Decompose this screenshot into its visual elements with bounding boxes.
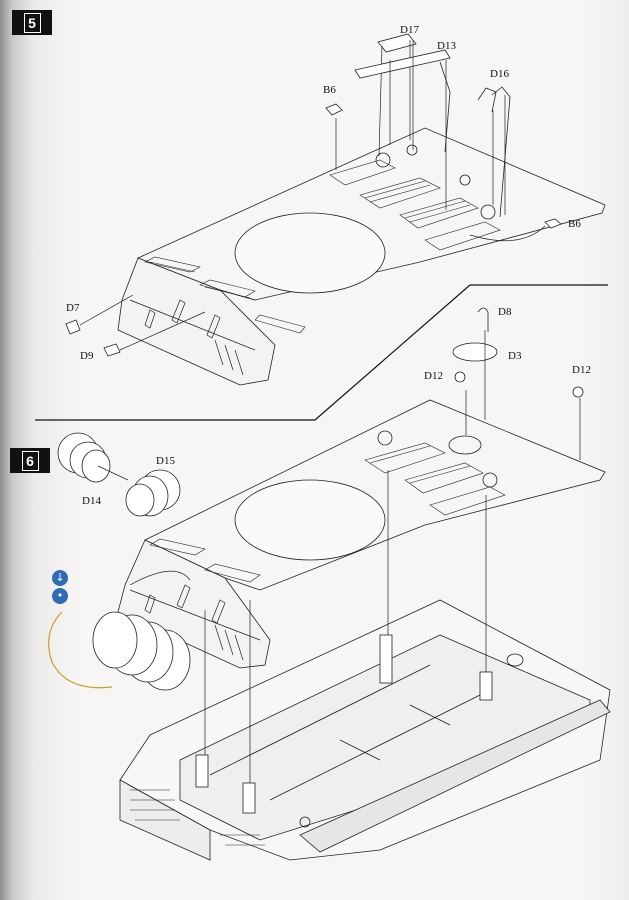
wire-line bbox=[48, 611, 113, 689]
label-d7: D7 bbox=[66, 302, 80, 314]
step5-upper-hull bbox=[117, 127, 606, 386]
instruction-icons: ↓ • bbox=[52, 570, 68, 606]
step6-lower-hull bbox=[119, 599, 611, 861]
step-5-number: 5 bbox=[23, 13, 41, 33]
step5-arrows bbox=[79, 40, 546, 351]
label-d9: D9 bbox=[80, 350, 94, 362]
step6-upper-hull bbox=[117, 399, 606, 669]
step5-engine-grilles bbox=[329, 159, 501, 251]
step6-parts bbox=[57, 307, 584, 691]
label-b6-right: B6 bbox=[568, 218, 581, 230]
label-d15: D15 bbox=[156, 455, 175, 467]
label-d14: D14 bbox=[82, 495, 101, 507]
label-d8: D8 bbox=[498, 306, 512, 318]
label-d13: D13 bbox=[437, 40, 456, 52]
step5-grille-left bbox=[144, 256, 306, 334]
label-d17: D17 bbox=[400, 24, 419, 36]
step6-arrows bbox=[97, 330, 581, 783]
step-5-badge: 5 bbox=[12, 10, 52, 35]
label-d12-left: D12 bbox=[424, 370, 443, 382]
step-6-number: 6 bbox=[21, 451, 39, 471]
glue-icon: ↓ bbox=[52, 570, 68, 586]
label-b6-top: B6 bbox=[323, 84, 336, 96]
step-separator bbox=[35, 284, 608, 421]
step-6-badge: 6 bbox=[10, 448, 50, 473]
step5-parts bbox=[65, 33, 562, 357]
label-d16: D16 bbox=[490, 68, 509, 80]
wire-icon: • bbox=[52, 588, 68, 604]
label-d3: D3 bbox=[508, 350, 522, 362]
label-d12-right: D12 bbox=[572, 364, 591, 376]
